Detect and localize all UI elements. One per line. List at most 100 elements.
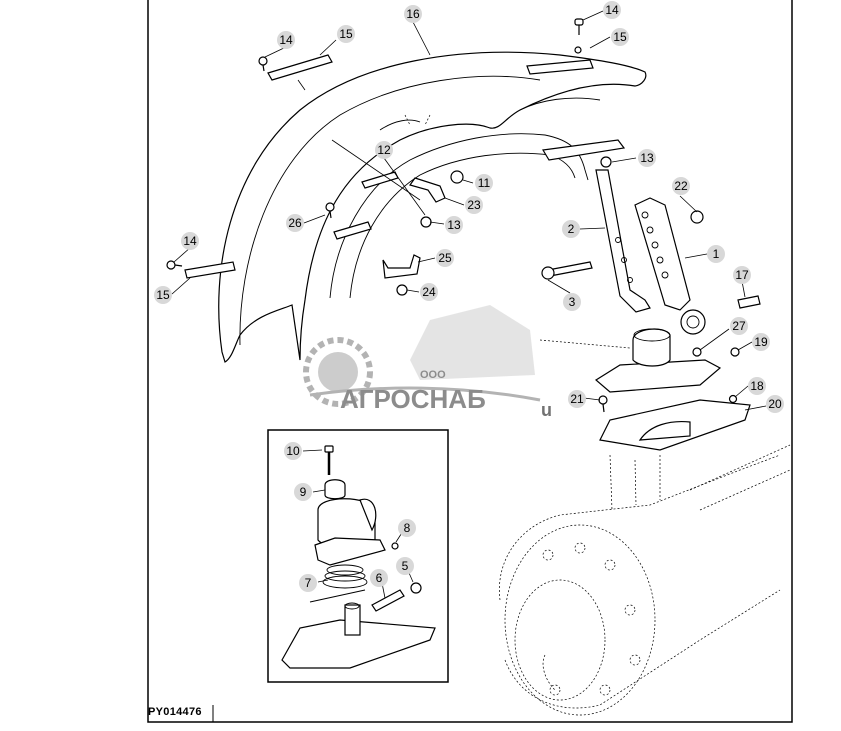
callout-circle	[396, 557, 414, 575]
watermark-suffix: u	[541, 400, 552, 420]
watermark: ООО АГРОСНАБ u	[303, 305, 552, 420]
watermark-company: АГРОСНАБ	[340, 384, 486, 414]
callout-label: 16	[406, 7, 420, 21]
callout-circle	[284, 442, 302, 460]
callout-15: 15	[154, 286, 172, 304]
callout-6: 6	[370, 569, 388, 587]
callout-15: 15	[337, 25, 355, 43]
callout-16: 16	[404, 5, 422, 23]
callout-13: 13	[638, 149, 656, 167]
callout-label: 23	[467, 198, 481, 212]
callout-25: 25	[436, 249, 454, 267]
axle-housing	[499, 444, 791, 716]
callout-label: 20	[768, 397, 782, 411]
fender-strap-top	[526, 18, 594, 75]
callout-circle	[294, 483, 312, 501]
callout-label: 21	[570, 392, 584, 406]
callout-label: 7	[305, 576, 312, 590]
callout-label: 14	[605, 3, 619, 17]
callout-label: 15	[339, 27, 353, 41]
callout-21: 21	[568, 390, 586, 408]
fender-brackets	[325, 170, 464, 296]
callout-circle	[672, 177, 690, 195]
callout-circle	[475, 174, 493, 192]
callout-17: 17	[733, 266, 751, 284]
callout-circle	[445, 216, 463, 234]
callout-label: 11	[478, 176, 491, 190]
callout-circle	[420, 283, 438, 301]
support-bracket	[541, 139, 706, 335]
callout-circle	[752, 333, 770, 351]
callout-22: 22	[672, 177, 690, 195]
callout-13: 13	[445, 216, 463, 234]
callout-label: 14	[279, 33, 293, 47]
callout-26: 26	[286, 214, 304, 232]
callout-circle	[730, 317, 748, 335]
callout-circle	[299, 574, 317, 592]
fender	[218, 51, 647, 363]
callout-14: 14	[181, 232, 199, 250]
figure-code: PY014476	[148, 706, 202, 718]
callout-circle	[563, 293, 581, 311]
callout-label: 15	[156, 288, 170, 302]
callout-label: 8	[404, 521, 411, 535]
callout-circle	[603, 1, 621, 19]
callout-label: 12	[377, 143, 391, 157]
callout-label: 19	[754, 335, 768, 349]
callout-12: 12	[375, 141, 393, 159]
callout-circle	[370, 569, 388, 587]
callout-label: 22	[674, 179, 688, 193]
callout-label: 1	[713, 247, 720, 261]
callout-label: 24	[422, 285, 436, 299]
callout-circle	[568, 390, 586, 408]
callout-11: 11	[475, 174, 493, 192]
callout-label: 27	[732, 319, 746, 333]
callout-circle	[465, 196, 483, 214]
callout-circle	[286, 214, 304, 232]
callout-label: 15	[613, 30, 627, 44]
callout-label: 13	[640, 151, 654, 165]
detail-inset	[267, 429, 449, 683]
fender-strap-left-lower	[166, 260, 236, 279]
callout-5: 5	[396, 557, 414, 575]
callout-label: 3	[569, 295, 576, 309]
watermark-prefix: ООО	[420, 369, 446, 381]
callout-label: 17	[735, 268, 749, 282]
callout-circle	[277, 31, 295, 49]
callout-14: 14	[603, 1, 621, 19]
callout-14: 14	[277, 31, 295, 49]
callout-circle	[638, 149, 656, 167]
callout-24: 24	[420, 283, 438, 301]
callout-circle	[733, 266, 751, 284]
callout-label: 18	[750, 379, 764, 393]
callout-circle	[404, 5, 422, 23]
callout-9: 9	[294, 483, 312, 501]
fender-strap-left-top	[258, 54, 333, 81]
callout-circle	[375, 141, 393, 159]
callout-label: 5	[402, 559, 409, 573]
callout-label: 10	[286, 444, 300, 458]
callout-circle	[181, 232, 199, 250]
callout-label: 6	[376, 571, 383, 585]
callout-label: 14	[183, 234, 197, 248]
callout-2: 2	[562, 220, 580, 238]
callout-label: 9	[300, 485, 307, 499]
callout-label: 25	[438, 251, 452, 265]
callout-3: 3	[563, 293, 581, 311]
callout-8: 8	[398, 519, 416, 537]
callout-circle	[337, 25, 355, 43]
callout-label: 13	[447, 218, 461, 232]
callout-19: 19	[752, 333, 770, 351]
callout-1: 1	[707, 245, 725, 263]
callout-circle	[398, 519, 416, 537]
callout-10: 10	[284, 442, 302, 460]
callout-circle	[562, 220, 580, 238]
callout-circle	[154, 286, 172, 304]
callout-18: 18	[748, 377, 766, 395]
callout-circle	[436, 249, 454, 267]
callout-circle	[748, 377, 766, 395]
callout-circle	[707, 245, 725, 263]
fender-mount	[539, 295, 761, 511]
